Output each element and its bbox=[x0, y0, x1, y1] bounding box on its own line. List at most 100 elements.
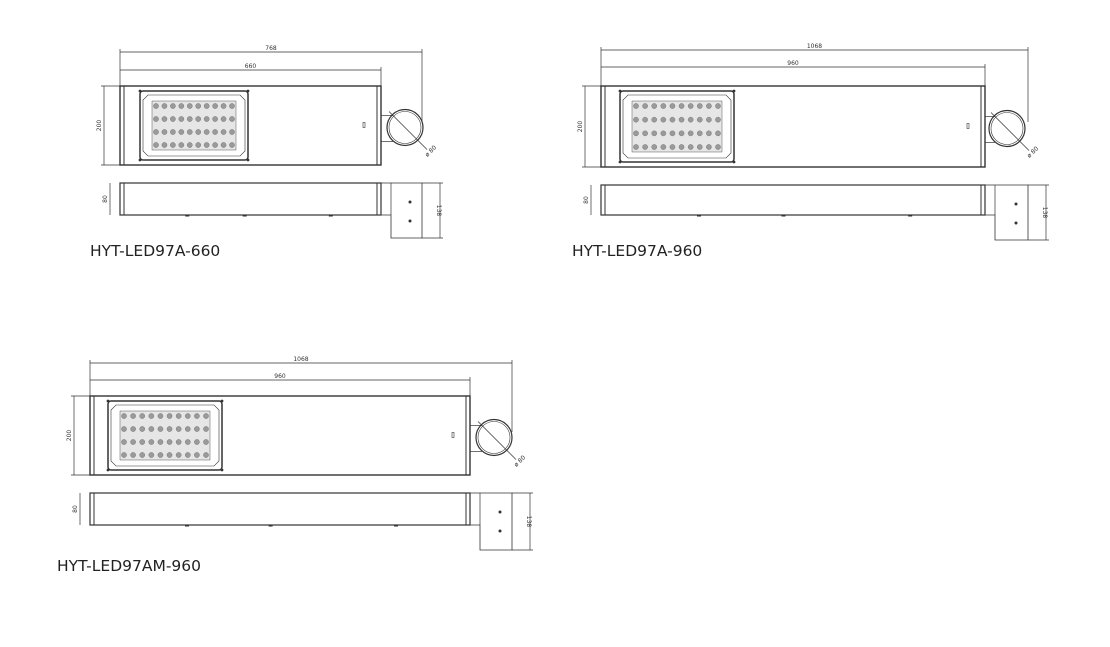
bolt bbox=[408, 200, 412, 204]
led bbox=[139, 439, 145, 445]
led bbox=[669, 116, 676, 123]
body-length-label: 960 bbox=[274, 373, 286, 380]
pole-inner bbox=[388, 111, 422, 144]
led bbox=[195, 129, 201, 135]
led bbox=[157, 452, 164, 458]
led bbox=[660, 130, 667, 137]
led bbox=[161, 103, 168, 109]
led bbox=[178, 103, 185, 109]
led bbox=[229, 116, 235, 122]
screw bbox=[106, 468, 110, 472]
led bbox=[687, 103, 694, 109]
overall-length-label: 1068 bbox=[807, 43, 822, 50]
side-view-body bbox=[89, 492, 471, 526]
led bbox=[194, 452, 200, 458]
led bbox=[229, 142, 235, 148]
foot bbox=[185, 525, 189, 527]
led bbox=[651, 130, 657, 137]
led bbox=[170, 129, 176, 135]
led bbox=[187, 116, 193, 122]
led bbox=[669, 103, 676, 109]
led bbox=[642, 116, 648, 123]
led bbox=[185, 426, 191, 432]
led bbox=[229, 129, 235, 135]
led bbox=[633, 144, 639, 150]
led bbox=[220, 129, 227, 135]
led bbox=[121, 452, 127, 458]
led bbox=[715, 130, 721, 137]
indicator bbox=[966, 123, 970, 129]
screw bbox=[618, 160, 622, 164]
led-module-frame bbox=[619, 90, 735, 163]
screw bbox=[138, 158, 142, 162]
led bbox=[121, 439, 127, 445]
width-label: 200 bbox=[577, 121, 584, 133]
led bbox=[633, 130, 639, 137]
led bbox=[633, 103, 639, 109]
screw bbox=[138, 89, 142, 93]
led bbox=[130, 452, 136, 458]
foot bbox=[185, 215, 190, 217]
led bbox=[185, 413, 191, 419]
led bbox=[130, 413, 136, 419]
pole-inner bbox=[477, 421, 511, 454]
led bbox=[194, 426, 200, 432]
led bbox=[203, 452, 209, 458]
led bbox=[678, 130, 685, 137]
led bbox=[178, 116, 185, 122]
led bbox=[195, 103, 201, 109]
pole-outer bbox=[386, 108, 424, 147]
led bbox=[715, 116, 721, 123]
foot bbox=[268, 525, 273, 527]
led bbox=[715, 103, 721, 109]
led bbox=[153, 142, 159, 148]
led bbox=[175, 452, 182, 458]
led bbox=[203, 116, 210, 122]
bracket-height-label: 138 bbox=[435, 205, 442, 217]
led bbox=[642, 144, 648, 150]
diameter-line bbox=[990, 112, 1030, 151]
led bbox=[175, 439, 182, 445]
led bbox=[706, 116, 712, 123]
foot bbox=[908, 215, 913, 217]
led-module-lens bbox=[110, 404, 220, 467]
led bbox=[121, 413, 127, 419]
led bbox=[130, 439, 136, 445]
height-label: 80 bbox=[102, 195, 109, 203]
led bbox=[678, 144, 685, 150]
led bbox=[660, 116, 667, 123]
led bbox=[148, 452, 155, 458]
led bbox=[697, 144, 703, 150]
led bbox=[212, 142, 218, 148]
mounting-bracket bbox=[470, 492, 513, 551]
body-length-label: 660 bbox=[245, 63, 257, 70]
led bbox=[175, 413, 182, 419]
led bbox=[185, 439, 191, 445]
led bbox=[651, 103, 657, 109]
led bbox=[166, 439, 173, 445]
led bbox=[139, 452, 145, 458]
led bbox=[633, 116, 639, 123]
led bbox=[187, 129, 193, 135]
body-length-label: 960 bbox=[787, 60, 799, 67]
overall-length-label: 1068 bbox=[293, 356, 308, 363]
top-view-body bbox=[89, 395, 471, 476]
led bbox=[687, 116, 694, 123]
led bbox=[166, 413, 173, 419]
top-view-body bbox=[119, 85, 382, 166]
led-module-frame bbox=[107, 400, 223, 471]
led bbox=[185, 452, 191, 458]
led bbox=[706, 144, 712, 150]
indicator bbox=[451, 432, 455, 438]
led bbox=[161, 129, 168, 135]
led bbox=[642, 103, 648, 109]
screw bbox=[732, 160, 736, 164]
led bbox=[203, 129, 210, 135]
led bbox=[161, 116, 168, 122]
led bbox=[153, 116, 159, 122]
mounting-bracket bbox=[381, 182, 423, 239]
led-module-lens bbox=[622, 94, 732, 159]
